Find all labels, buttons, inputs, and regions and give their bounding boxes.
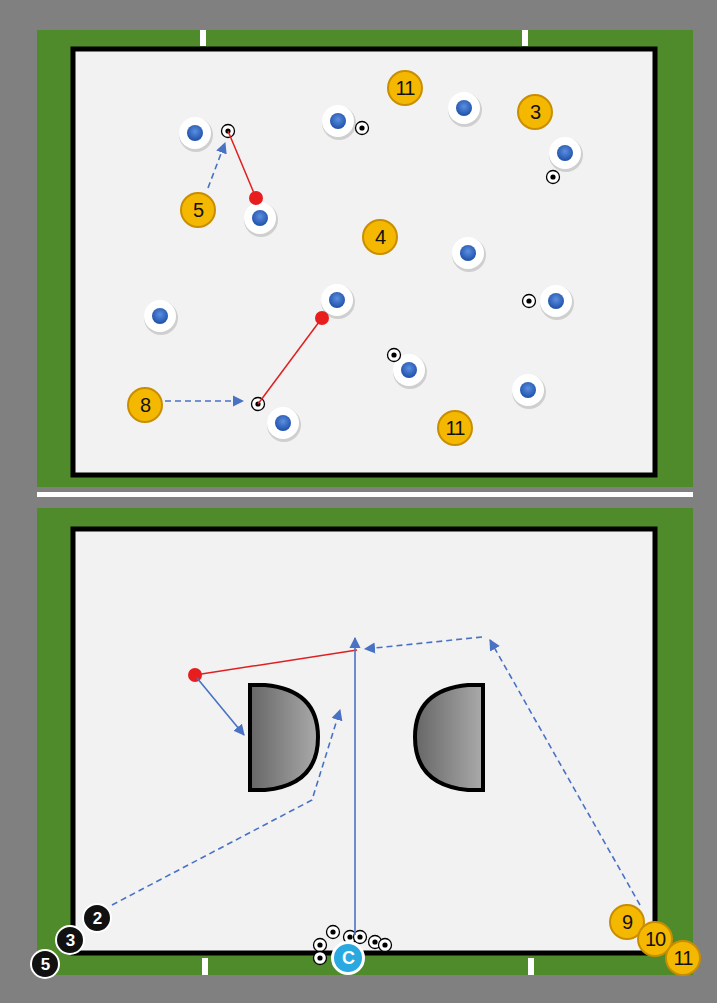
team-player: 3	[55, 925, 85, 955]
cone-base	[448, 92, 480, 124]
ball	[314, 952, 327, 965]
cone-shadow	[267, 408, 301, 442]
cone-base	[452, 237, 484, 269]
cone-shadow	[512, 375, 546, 409]
player-marker: 11	[387, 70, 423, 106]
cone-base	[244, 202, 276, 234]
player-number: 10	[645, 929, 665, 949]
player-number: 2	[93, 910, 101, 927]
player-number: 11	[396, 78, 415, 98]
player-number: 3	[530, 102, 540, 122]
cone-top	[329, 292, 345, 308]
cone-top	[187, 125, 203, 141]
cone-base	[144, 300, 176, 332]
cone-top	[330, 113, 346, 129]
cone-top	[252, 210, 268, 226]
ball	[523, 295, 536, 308]
player-number: C	[342, 949, 354, 967]
ball-patch	[382, 942, 387, 947]
ball-patch	[347, 934, 352, 939]
team-player: 5	[30, 949, 60, 979]
cone-shadow	[540, 286, 574, 320]
ball	[388, 349, 401, 362]
cone-top	[460, 245, 476, 261]
cone-shadow	[244, 203, 278, 237]
player-marker: 11	[437, 410, 473, 446]
ball-patch	[391, 352, 396, 357]
player-marker: 4	[362, 219, 398, 255]
ball	[547, 171, 560, 184]
player-marker: 5	[180, 192, 216, 228]
player-number: 8	[140, 395, 150, 415]
cone-shadow	[549, 138, 583, 172]
ball-patch	[317, 955, 322, 960]
player-marker: 3	[517, 94, 553, 130]
cone-base	[321, 284, 353, 316]
cone-top	[456, 100, 472, 116]
player-number: 5	[193, 200, 203, 220]
player-number: 11	[674, 948, 693, 968]
ball	[379, 939, 392, 952]
cone-shadow	[452, 238, 486, 272]
player-marker: 11	[665, 940, 701, 976]
team-player: 2	[82, 903, 112, 933]
cone-base	[179, 117, 211, 149]
player-number: 9	[622, 912, 632, 932]
cone-shadow	[144, 301, 178, 335]
cone-shadow	[448, 93, 482, 127]
ball-patch	[330, 929, 335, 934]
cone-shadow	[179, 118, 213, 152]
cone-top	[152, 308, 168, 324]
player-number: 11	[446, 418, 465, 438]
cone-base	[540, 285, 572, 317]
ball	[356, 122, 369, 135]
cone-top	[520, 382, 536, 398]
cone-base	[549, 137, 581, 169]
cone-shadow	[322, 106, 356, 140]
cone-top	[557, 145, 573, 161]
player-marker: 8	[127, 387, 163, 423]
cone-base	[267, 407, 299, 439]
ball	[314, 939, 327, 952]
cone-base	[512, 374, 544, 406]
ball	[327, 926, 340, 939]
player-number: 5	[41, 956, 49, 973]
ball-patch	[317, 942, 322, 947]
cone-base	[322, 105, 354, 137]
cone-top	[401, 362, 417, 378]
cones	[144, 92, 583, 442]
ball-patch	[359, 125, 364, 130]
player-number: 3	[66, 932, 74, 949]
cone-top	[275, 415, 291, 431]
ball-patch	[372, 939, 377, 944]
cone-top	[548, 293, 564, 309]
ball-patch	[550, 174, 555, 179]
player-number: 4	[375, 227, 385, 247]
ball-patch	[526, 298, 531, 303]
ball-patch	[357, 934, 362, 939]
coach-marker: C	[331, 941, 365, 975]
